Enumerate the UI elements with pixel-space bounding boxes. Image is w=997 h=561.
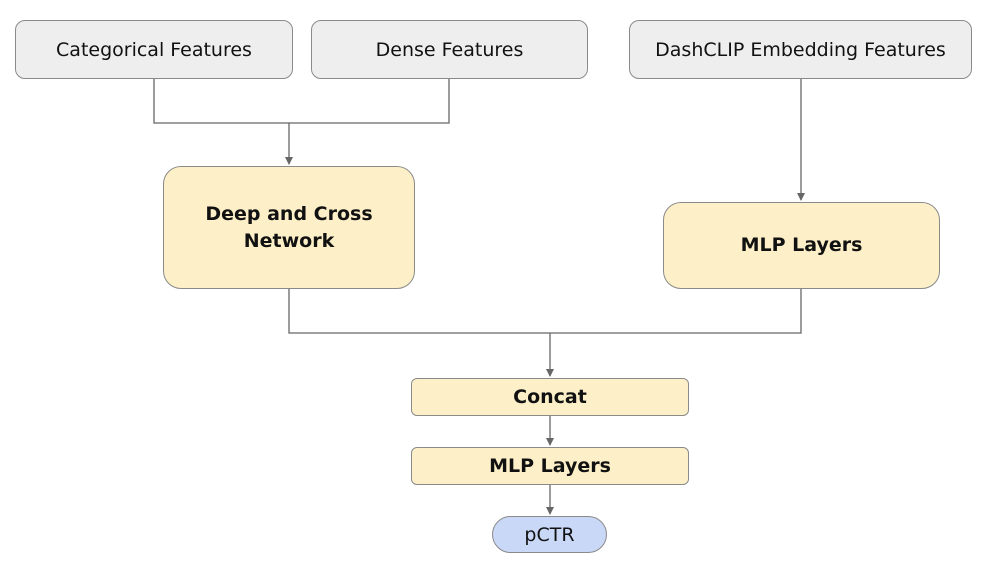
pctr-label: pCTR (524, 523, 575, 546)
dashclip-features-label: DashCLIP Embedding Features (655, 38, 946, 61)
categorical-features-box: Categorical Features (15, 20, 293, 79)
connector-inputs-merge (153, 79, 450, 124)
connector-branches-merge (288, 289, 802, 334)
deep-and-cross-network-box: Deep and Cross Network (163, 166, 415, 289)
deep-and-cross-network-label: Deep and Cross Network (205, 202, 373, 252)
concat-box: Concat (411, 378, 689, 416)
mlp-layers-side-box: MLP Layers (663, 202, 940, 289)
dense-features-label: Dense Features (375, 38, 524, 61)
dense-features-box: Dense Features (311, 20, 588, 79)
mlp-layers-top-box: MLP Layers (411, 447, 689, 485)
dashclip-features-box: DashCLIP Embedding Features (629, 20, 972, 79)
concat-label: Concat (513, 386, 587, 408)
categorical-features-label: Categorical Features (56, 38, 252, 61)
pctr-output-box: pCTR (492, 516, 607, 553)
mlp-layers-side-label: MLP Layers (740, 234, 863, 256)
mlp-layers-top-label: MLP Layers (489, 455, 611, 477)
